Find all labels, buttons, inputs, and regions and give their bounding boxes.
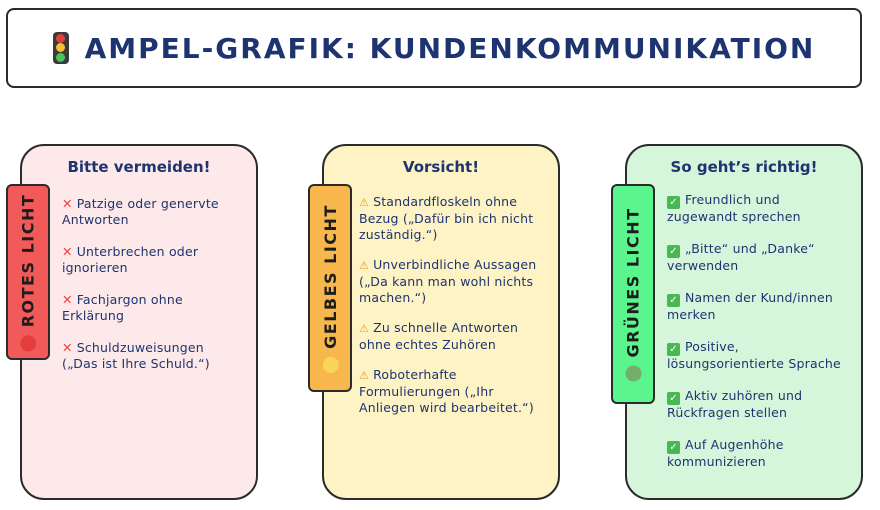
green-light-tab: GRÜNES LICHT: [611, 184, 655, 404]
cross-mark-icon: ✕: [62, 196, 73, 211]
traffic-light-icon: [52, 32, 69, 64]
cross-mark-icon: ✕: [62, 292, 73, 307]
check-mark-icon: ✓: [667, 196, 680, 209]
list-item: ✓Aktiv zuhören und Rückfragen stellen: [667, 388, 803, 420]
red-light-tab: ROTES LICHT: [6, 184, 50, 360]
yellow-dot-icon: [322, 356, 339, 373]
list-item: ✕Unterbrechen oder ignorieren: [62, 244, 199, 275]
list-item: ⚠Zu schnelle Antworten ohne echtes Zuhör…: [359, 320, 519, 352]
list-item: ✕Patzige oder genervte Antworten: [62, 196, 219, 227]
warning-icon: ⚠: [359, 322, 370, 335]
list-item: ✓„Bitte“ und „Danke“ verwenden: [667, 241, 815, 273]
green-dot-icon: [625, 365, 641, 382]
yellow-card-heading: Vorsicht!: [402, 158, 480, 176]
list-item: ⚠Standardfloskeln ohne Bezug („Dafür bin…: [359, 194, 534, 242]
title-banner: AMPEL-GRAFIK: KUNDENKOMMUNIKATION: [6, 8, 862, 88]
cross-mark-icon: ✕: [62, 244, 73, 259]
warning-icon: ⚠: [359, 369, 370, 382]
check-mark-icon: ✓: [667, 294, 680, 307]
red-item-list: ✕Patzige oder genervte Antworten ✕Unterb…: [62, 196, 242, 388]
red-tab-label: ROTES LICHT: [18, 193, 38, 327]
warning-icon: ⚠: [359, 259, 370, 272]
green-tab-label: GRÜNES LICHT: [623, 206, 643, 358]
green-card-heading: So geht’s richtig!: [670, 158, 818, 176]
list-item: ✓Namen der Kund/innen merken: [667, 290, 834, 322]
list-item: ✕Schuldzuweisungen („Das ist Ihre Schuld…: [62, 340, 210, 371]
check-mark-icon: ✓: [667, 392, 680, 405]
warning-icon: ⚠: [359, 196, 370, 209]
cross-mark-icon: ✕: [62, 340, 73, 355]
red-card-heading: Bitte vermeiden!: [67, 158, 211, 176]
check-mark-icon: ✓: [667, 343, 680, 356]
list-item: ✕Fachjargon ohne Erklärung: [62, 292, 183, 323]
check-mark-icon: ✓: [667, 441, 680, 454]
green-item-list: ✓Freundlich und zugewandt sprechen ✓„Bit…: [667, 192, 853, 486]
list-item: ⚠Unverbindliche Aussagen („Da kann man w…: [359, 257, 537, 305]
yellow-item-list: ⚠Standardfloskeln ohne Bezug („Dafür bin…: [359, 194, 549, 430]
yellow-tab-label: GELBES LICHT: [320, 203, 340, 349]
list-item: ✓Freundlich und zugewandt sprechen: [667, 192, 801, 224]
check-mark-icon: ✓: [667, 245, 680, 258]
yellow-light-tab: GELBES LICHT: [308, 184, 352, 392]
green-light-card: So geht’s richtig!: [625, 144, 863, 500]
list-item: ⚠Roboterhafte Formulierungen („Ihr Anlie…: [359, 367, 534, 415]
page-title: AMPEL-GRAFIK: KUNDENKOMMUNIKATION: [84, 31, 816, 65]
red-dot-icon: [20, 334, 36, 351]
list-item: ✓Positive, lösungsorientierte Sprache: [667, 339, 841, 371]
list-item: ✓Auf Augenhöhe kommunizieren: [667, 437, 784, 469]
red-light-card: Bitte vermeiden!: [20, 144, 258, 500]
